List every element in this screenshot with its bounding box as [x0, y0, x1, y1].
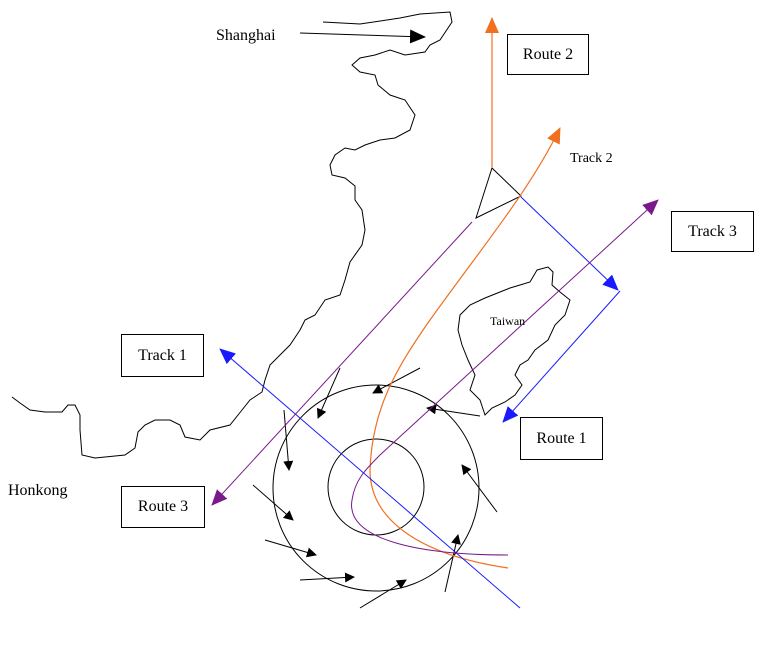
label-shanghai: Shanghai [216, 27, 276, 44]
route-1-line-a [520, 196, 619, 291]
outer-circle [272, 384, 480, 592]
track-1-line [219, 348, 521, 609]
label-honkong: Honkong [8, 482, 68, 499]
box-route-2: Route 2 [507, 34, 589, 75]
shanghai-pointer-arrow [299, 29, 426, 44]
box-track-3: Track 3 [671, 211, 754, 252]
origin-triangle [475, 167, 522, 219]
route-1-line-b [502, 290, 621, 423]
track-2-curve [369, 127, 561, 569]
box-route-3: Route 3 [121, 486, 205, 528]
box-route-1: Route 1 [520, 417, 603, 460]
label-taiwan: Taiwan [490, 314, 526, 328]
inner-circle [327, 438, 425, 536]
label-track-2: Track 2 [570, 151, 613, 166]
mainland-coastline [11, 11, 453, 459]
box-track-1: Track 1 [121, 334, 204, 377]
track-3-curve [351, 199, 659, 556]
inflow-arrows [252, 367, 498, 609]
route-3-line [211, 221, 473, 506]
taiwan-outline [457, 266, 571, 416]
